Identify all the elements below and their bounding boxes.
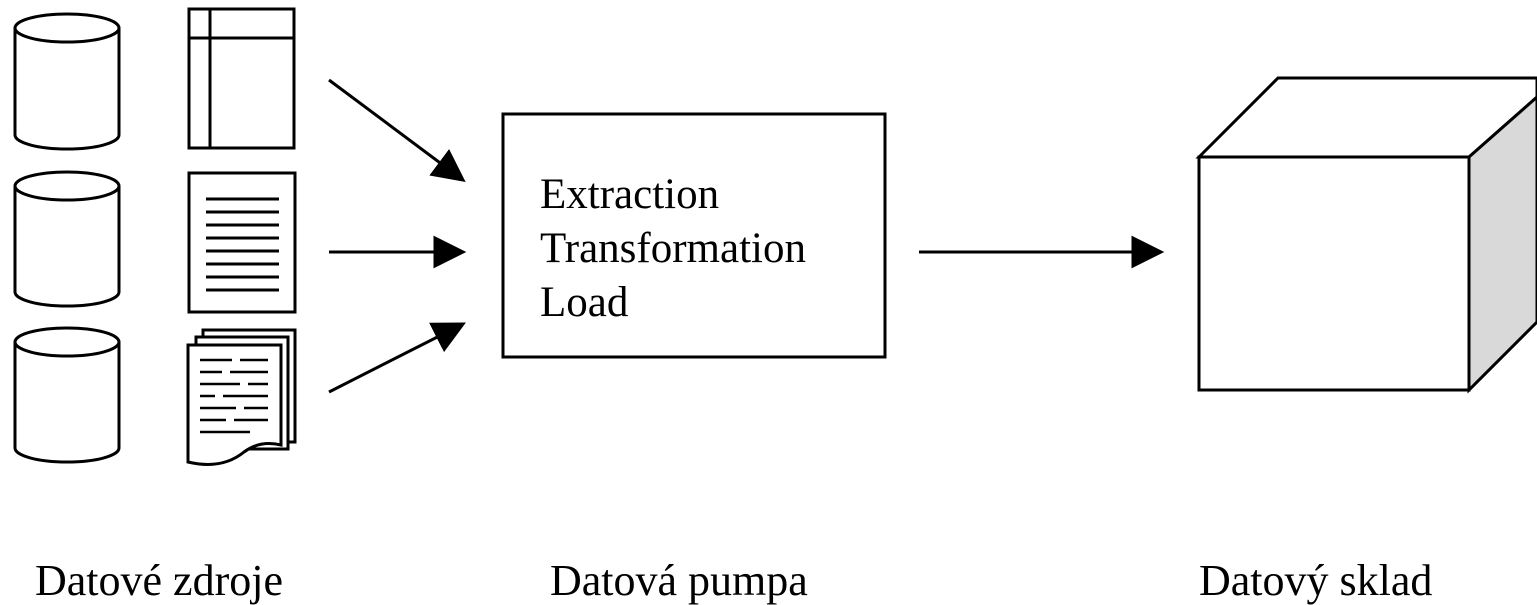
pump-line-transformation: Transformation [540,225,806,272]
caption-warehouse: Datový sklad [1199,556,1432,605]
database-cylinder-icon-3 [13,326,121,464]
cube-icon [1195,76,1537,394]
pump-box: Extraction Transformation Load [501,112,887,359]
caption-sources: Datové zdroje [35,556,283,605]
database-cylinder-icon-1 [13,12,121,151]
pump-line-load: Load [540,279,628,326]
arrow-icon-top [328,78,466,182]
arrow-icon-bottom [328,322,466,394]
spreadsheet-document-icon [187,7,296,150]
database-cylinder-icon-2 [13,170,121,308]
text-document-icon [187,171,297,314]
caption-pump: Datová pumpa [550,556,808,605]
multiple-documents-icon [186,328,297,466]
pump-line-extraction: Extraction [540,171,719,218]
